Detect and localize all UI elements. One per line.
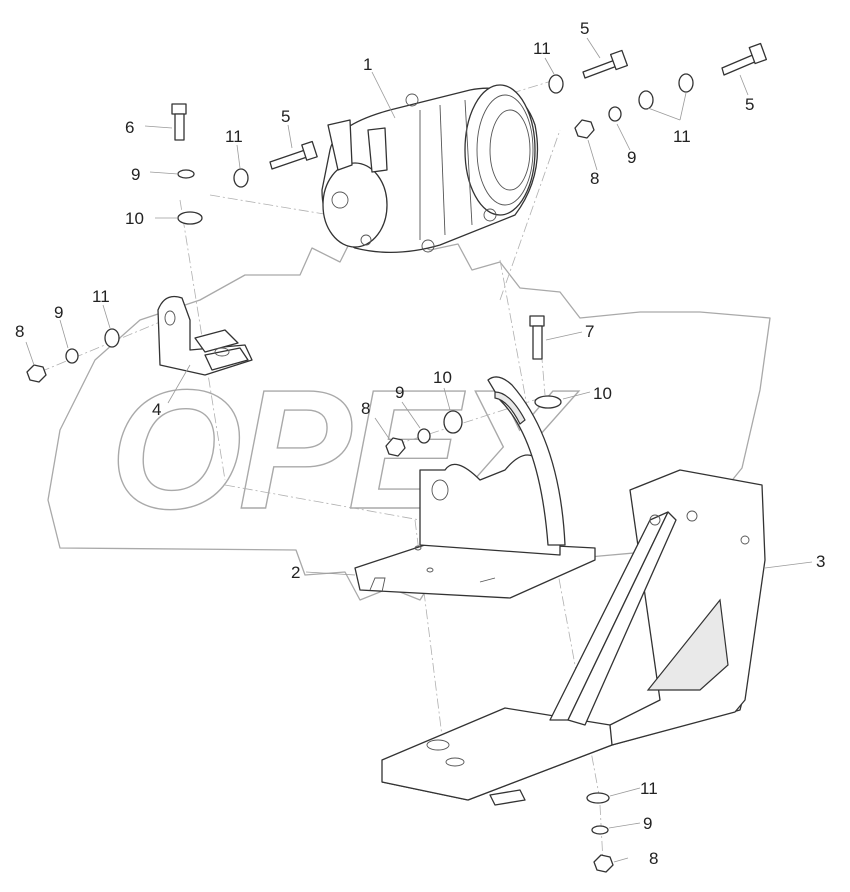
callout-5-bolt-left: 5 bbox=[281, 107, 290, 126]
washer-10-right bbox=[534, 395, 562, 409]
bolt-5-left bbox=[269, 140, 318, 170]
mount-part-4 bbox=[157, 295, 253, 376]
callout-8-nut-mid: 8 bbox=[361, 399, 370, 418]
callout-5-bolt-top: 5 bbox=[580, 19, 589, 38]
washer-10-upper-left bbox=[177, 211, 203, 225]
callout-9-washer-bottom: 9 bbox=[643, 814, 652, 833]
callout-8-nut-top: 8 bbox=[590, 169, 599, 188]
bolt-5-right bbox=[721, 42, 768, 76]
compressor-part-1 bbox=[321, 84, 539, 253]
support-bracket-part-3 bbox=[381, 469, 766, 806]
washer-11-top bbox=[548, 74, 564, 94]
fasteners bbox=[26, 42, 768, 873]
washer-11-top-2 bbox=[638, 90, 654, 110]
washer-9-top bbox=[608, 106, 622, 122]
callout-9-washer-mid: 9 bbox=[395, 383, 404, 402]
washer-9-mid bbox=[417, 428, 431, 444]
callout-9-washer-left: 9 bbox=[54, 303, 63, 322]
callout-1-compressor: 1 bbox=[363, 55, 372, 74]
compressor-bracket-part-2 bbox=[354, 376, 596, 599]
callout-11-washer-bottom: 11 bbox=[640, 779, 658, 798]
washer-9-left bbox=[65, 348, 79, 364]
callout-9-washer-upper-left: 9 bbox=[131, 165, 140, 184]
nut-8-bottom bbox=[593, 854, 614, 873]
callout-11-washer-right: 11 bbox=[673, 127, 691, 146]
washer-9-bottom bbox=[591, 825, 609, 835]
callout-labels: 1 2 3 4 5 5 5 6 7 8 8 8 8 9 9 9 9 9 10 1… bbox=[15, 19, 825, 868]
nut-8-top bbox=[574, 119, 595, 139]
washer-11-bottom bbox=[586, 792, 610, 804]
callout-7-bolt: 7 bbox=[585, 322, 594, 341]
bolt-5-top bbox=[582, 49, 629, 79]
callout-11-washer-left: 11 bbox=[92, 287, 110, 306]
callout-5-bolt-right: 5 bbox=[745, 95, 754, 114]
callout-10-washer-right: 10 bbox=[593, 384, 612, 403]
callout-8-nut-bottom: 8 bbox=[649, 849, 658, 868]
nut-8-mid bbox=[385, 437, 406, 457]
callout-9-washer-top: 9 bbox=[627, 148, 636, 167]
callout-2-bracket: 2 bbox=[291, 563, 300, 582]
bolt-6 bbox=[171, 103, 187, 141]
callout-11-washer-upper-left: 11 bbox=[225, 127, 243, 146]
bolt-7 bbox=[529, 315, 545, 360]
callout-6-bolt: 6 bbox=[125, 118, 134, 137]
nut-8-left bbox=[26, 364, 47, 383]
callout-10-washer-mid: 10 bbox=[433, 368, 452, 387]
washer-10-mid bbox=[443, 410, 463, 434]
callout-8-nut-left: 8 bbox=[15, 322, 24, 341]
callout-3-support: 3 bbox=[816, 552, 825, 571]
washer-11-upper-left bbox=[233, 168, 249, 188]
washer-9-upper-left bbox=[177, 169, 195, 179]
callout-11-washer-top: 11 bbox=[533, 39, 551, 58]
callout-10-washer-upper-left: 10 bbox=[125, 209, 144, 228]
callout-4-mount: 4 bbox=[152, 400, 161, 419]
leader-lines bbox=[25, 37, 813, 863]
washer-11-left bbox=[104, 328, 120, 348]
washer-11-right bbox=[678, 73, 694, 93]
